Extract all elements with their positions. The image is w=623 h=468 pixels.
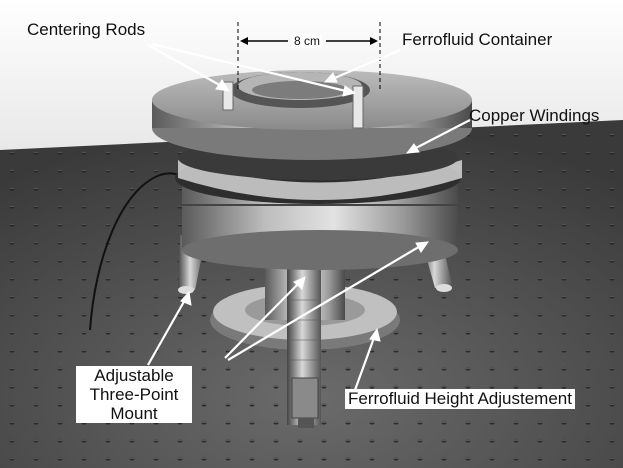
arrow-height-adjustment (353, 334, 377, 391)
arrowhead-mount-center (293, 276, 306, 290)
leg-right-tip (436, 284, 452, 292)
arrow-copper-windings (411, 119, 471, 151)
arrowhead-centering-rod-right (342, 85, 357, 97)
arrowhead-mount-right (415, 241, 430, 253)
lower-body-bottom (182, 230, 458, 270)
windings-tape (178, 160, 462, 200)
dimension-arrow-right (370, 37, 378, 45)
arrow-mount-center (224, 281, 301, 359)
centering-rod-right (352, 85, 364, 129)
label-mount-line3: Mount (110, 404, 158, 423)
label-height-adjustment: Ferrofluid Height Adjustement (345, 389, 575, 409)
label-mount-line1: Adjustable (94, 366, 174, 385)
arrowhead-ferrofluid-container (323, 72, 338, 83)
container-inner (252, 81, 348, 99)
centering-rod-left (222, 81, 234, 111)
label-centering-rods: Centering Rods (27, 20, 146, 39)
arrow-mount-right (227, 244, 423, 361)
arrowhead-height-adjustment (369, 327, 381, 342)
dimension-arrow-left (240, 37, 248, 45)
arrowhead-mount-left (180, 290, 192, 306)
label-dimension: 8 cm (292, 34, 323, 48)
rod-end (298, 418, 314, 428)
arrow-centering-rod-right (151, 42, 351, 94)
arrow-ferrofluid-container (329, 48, 401, 82)
arrowhead-centering-rod-left (215, 79, 231, 92)
arrow-mount-left (147, 297, 187, 366)
arrow-centering-rod-left (147, 44, 226, 89)
label-ferrofluid-container: Ferrofluid Container (402, 30, 553, 49)
hex-nut (291, 377, 319, 419)
annotation-arrows (147, 42, 471, 391)
arrowhead-copper-windings (405, 143, 420, 154)
label-copper-windings: Copper Windings (469, 106, 600, 125)
label-adjustable-mount: Adjustable Three-Point Mount (76, 366, 192, 423)
label-mount-line2: Three-Point (89, 385, 179, 404)
leg-left-tip (178, 286, 194, 294)
